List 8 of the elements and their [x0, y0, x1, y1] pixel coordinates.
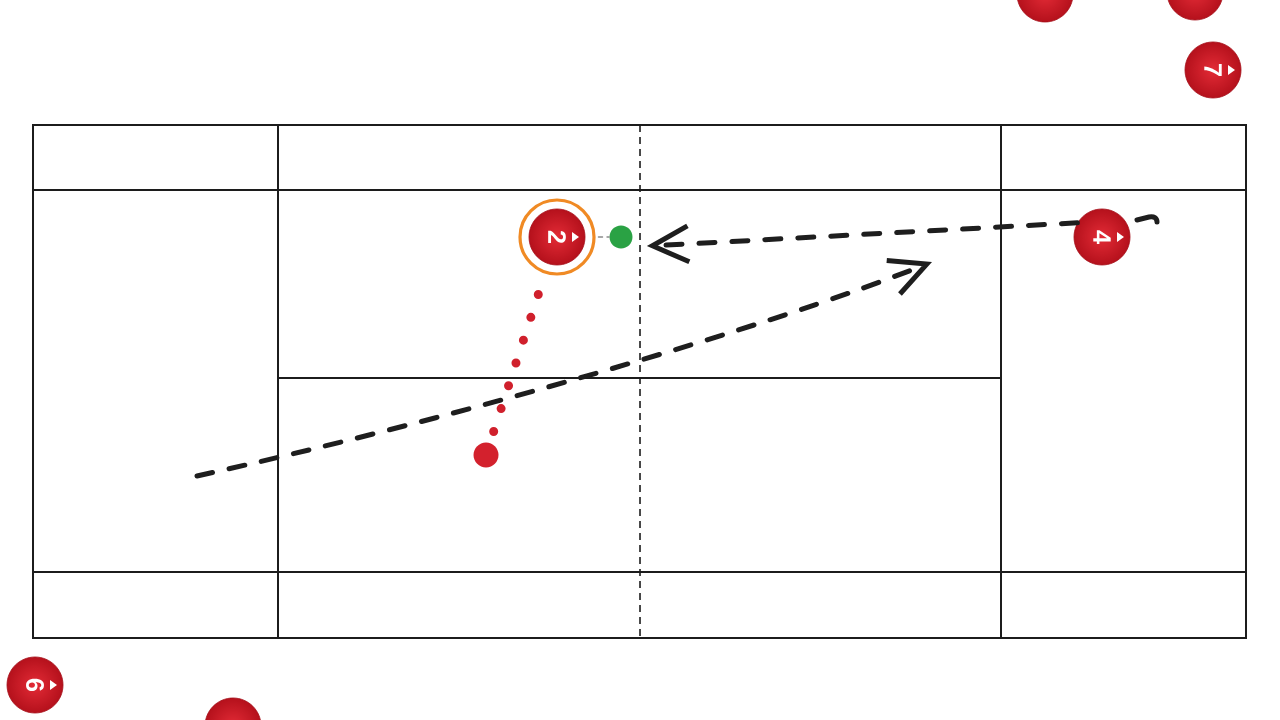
player-marker — [204, 697, 262, 720]
position-dot — [473, 442, 499, 468]
dashed-line — [597, 236, 610, 238]
ball — [609, 225, 633, 249]
dotted-line — [489, 289, 543, 436]
player-marker — [1016, 0, 1074, 23]
player-marker — [1166, 0, 1224, 21]
dashed-arrow — [646, 220, 1080, 265]
